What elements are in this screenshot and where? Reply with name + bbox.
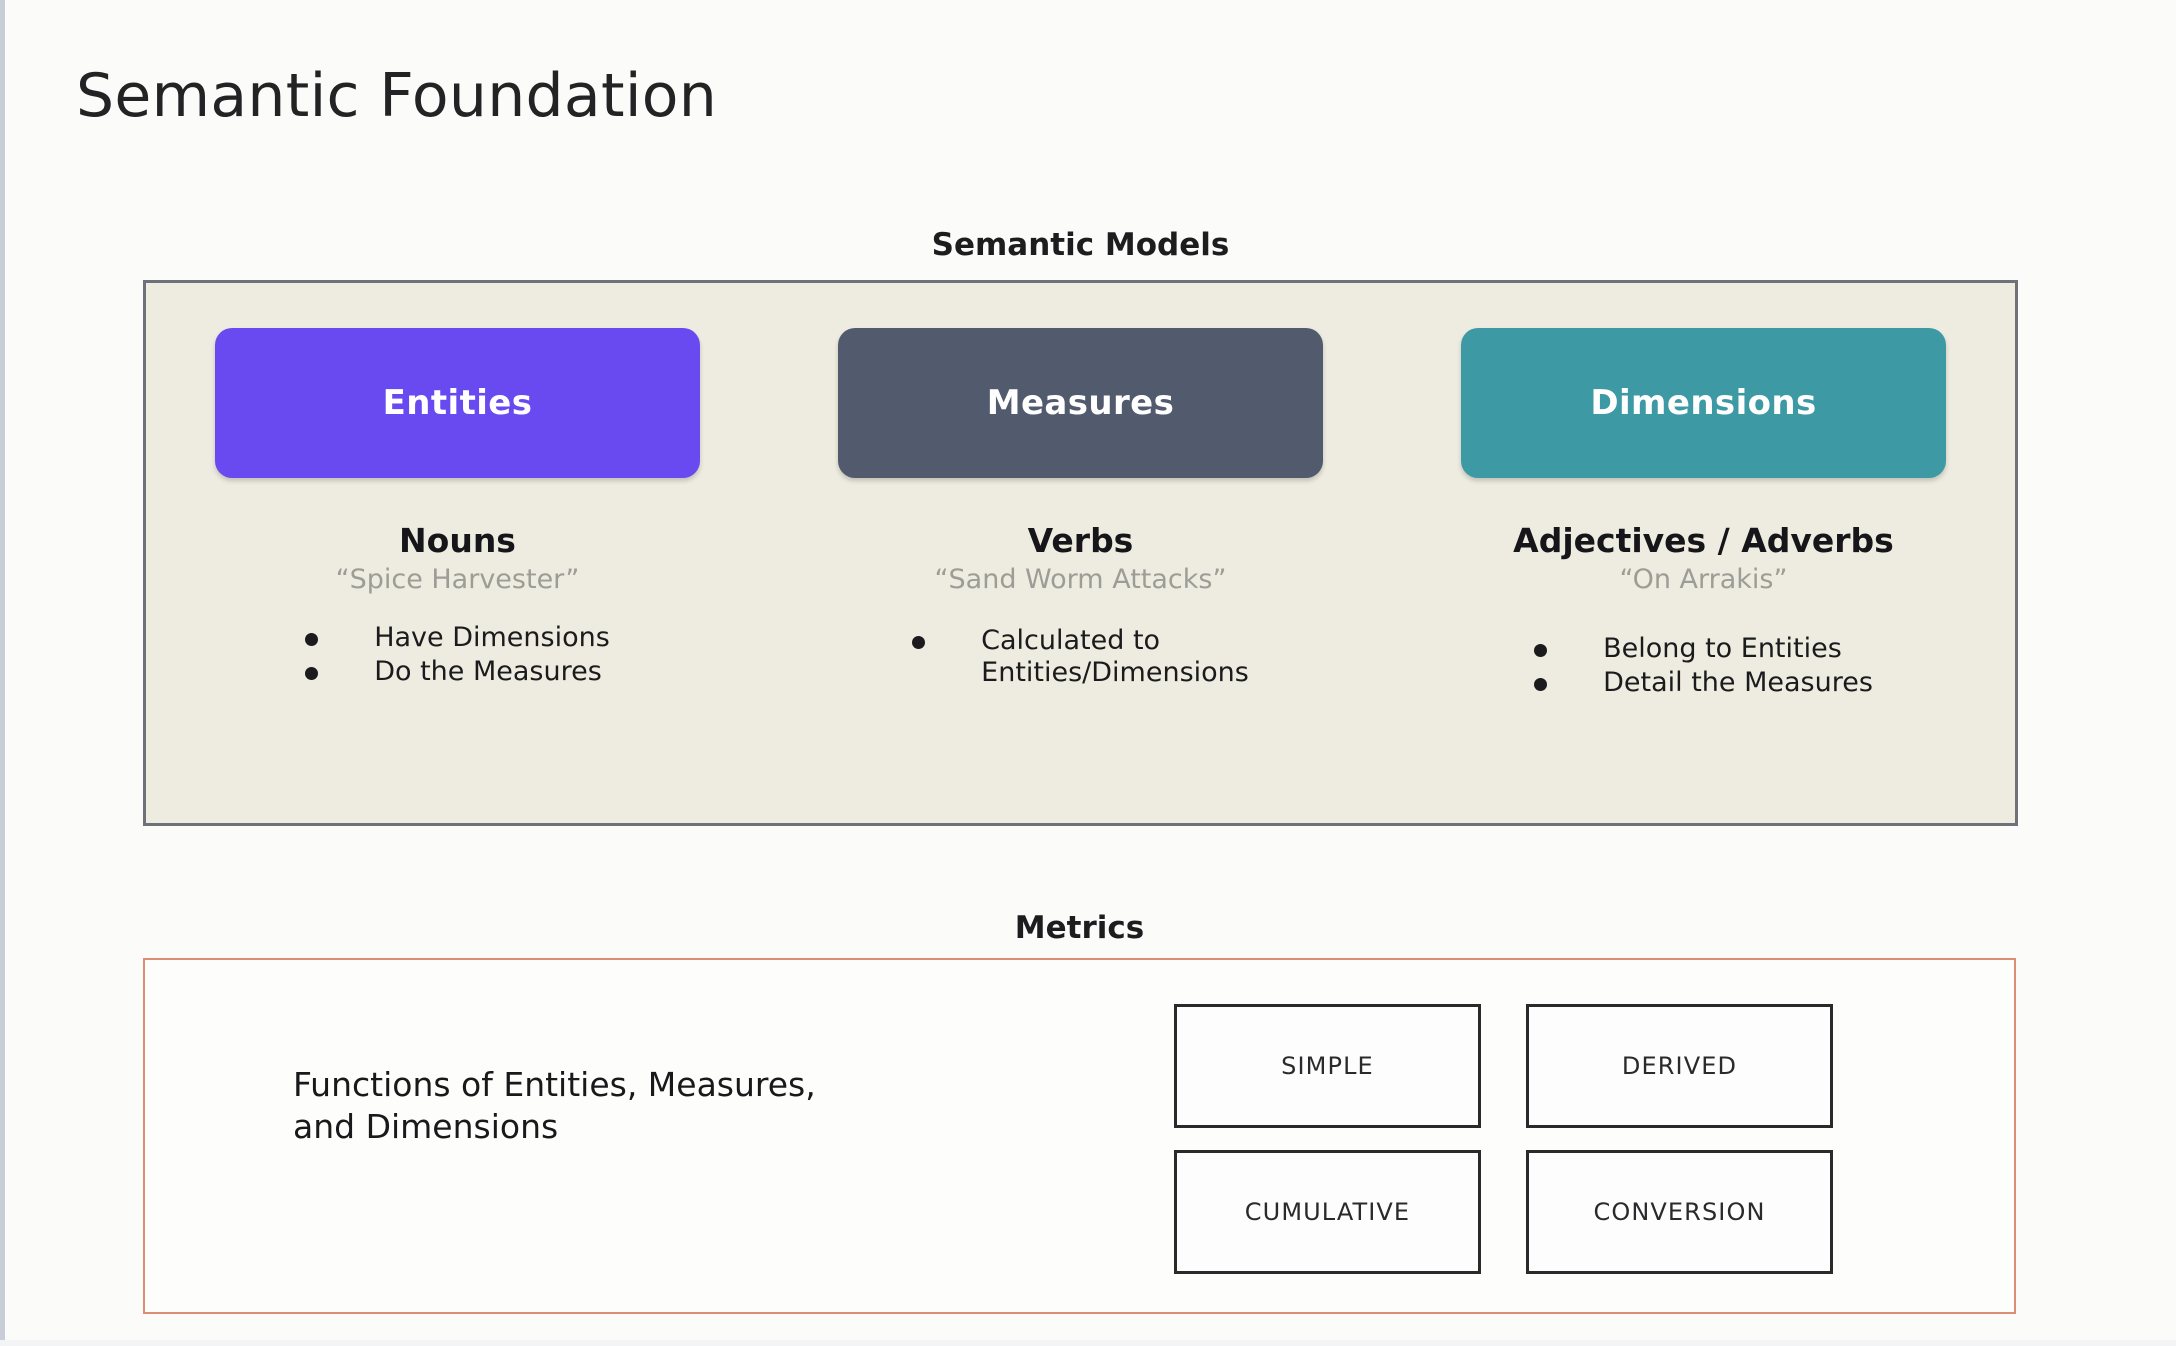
list-item-label: Have Dimensions bbox=[374, 622, 610, 654]
bullet-icon bbox=[912, 636, 926, 650]
list-item-label: Calculated to Entities/Dimensions bbox=[981, 625, 1249, 688]
bullet-icon bbox=[305, 633, 319, 647]
semantic-model-column-dimensions: Dimensions Adjectives / Adverbs “On Arra… bbox=[1392, 283, 2015, 823]
metrics-description: Functions of Entities, Measures, and Dim… bbox=[293, 1065, 816, 1147]
metric-type-cumulative[interactable]: CUMULATIVE bbox=[1174, 1150, 1481, 1274]
list-item: Do the Measures bbox=[305, 656, 610, 687]
measures-part-of-speech: Verbs bbox=[1027, 521, 1134, 560]
list-item-label: Belong to Entities bbox=[1603, 633, 1842, 665]
entities-bullet-list: Have Dimensions Do the Measures bbox=[305, 622, 610, 689]
dimensions-pill[interactable]: Dimensions bbox=[1461, 328, 1946, 478]
dimensions-example: “On Arrakis” bbox=[1619, 563, 1788, 595]
semantic-model-column-measures: Measures Verbs “Sand Worm Attacks” Calcu… bbox=[769, 283, 1392, 823]
list-item: Belong to Entities bbox=[1534, 633, 1873, 664]
left-edge-strip bbox=[0, 0, 5, 1346]
entities-pill[interactable]: Entities bbox=[215, 328, 700, 478]
dimensions-bullet-list: Belong to Entities Detail the Measures bbox=[1534, 633, 1873, 700]
entities-part-of-speech: Nouns bbox=[399, 521, 516, 560]
metric-type-simple[interactable]: SIMPLE bbox=[1174, 1004, 1481, 1128]
page-title: Semantic Foundation bbox=[76, 61, 718, 131]
list-item: Calculated to Entities/Dimensions bbox=[912, 625, 1249, 688]
semantic-models-heading: Semantic Models bbox=[931, 227, 1230, 263]
semantic-models-panel: Entities Nouns “Spice Harvester” Have Di… bbox=[143, 280, 2018, 826]
bottom-edge-strip bbox=[0, 1340, 2176, 1346]
metrics-type-grid: SIMPLE DERIVED CUMULATIVE CONVERSION bbox=[1174, 1004, 1833, 1274]
bullet-icon bbox=[1534, 677, 1548, 691]
metrics-panel: Functions of Entities, Measures, and Dim… bbox=[143, 958, 2016, 1314]
bullet-icon bbox=[1534, 644, 1548, 658]
metrics-heading: Metrics bbox=[1014, 910, 1145, 946]
list-item-label: Do the Measures bbox=[374, 655, 602, 687]
list-item: Detail the Measures bbox=[1534, 667, 1873, 698]
measures-bullet-list: Calculated to Entities/Dimensions bbox=[912, 625, 1249, 690]
metric-type-conversion[interactable]: CONVERSION bbox=[1526, 1150, 1833, 1274]
entities-example: “Spice Harvester” bbox=[335, 563, 580, 595]
measures-example: “Sand Worm Attacks” bbox=[934, 563, 1227, 595]
metric-type-derived[interactable]: DERIVED bbox=[1526, 1004, 1833, 1128]
list-item: Have Dimensions bbox=[305, 622, 610, 653]
semantic-model-column-entities: Entities Nouns “Spice Harvester” Have Di… bbox=[146, 283, 769, 823]
dimensions-part-of-speech: Adjectives / Adverbs bbox=[1513, 521, 1894, 560]
list-item-label: Detail the Measures bbox=[1603, 666, 1873, 698]
bullet-icon bbox=[305, 666, 319, 680]
semantic-models-columns: Entities Nouns “Spice Harvester” Have Di… bbox=[146, 283, 2015, 823]
measures-pill[interactable]: Measures bbox=[838, 328, 1323, 478]
